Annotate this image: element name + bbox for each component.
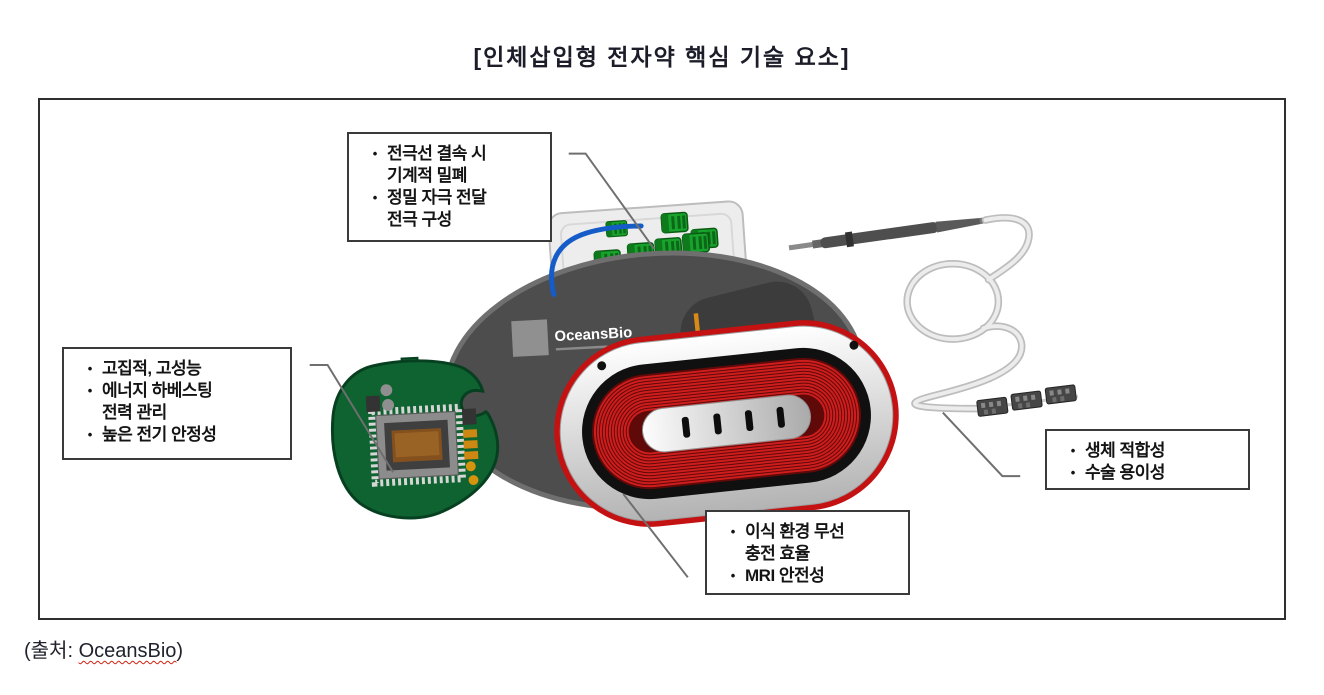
source-prefix: (출처: <box>24 640 79 662</box>
callout-text: 정밀 자극 전달 전극 구성 <box>387 188 487 229</box>
lead-wire <box>903 214 1033 413</box>
callout-bullet-item: MRI 안전성 <box>721 565 902 587</box>
callout-box-electrode: 전극선 결속 시 기계적 밀폐 정밀 자극 전달 전극 구성 <box>347 132 552 242</box>
brand-logo: OceansBio <box>554 325 632 345</box>
callout-bullet-item: 정밀 자극 전달 전극 구성 <box>363 187 544 231</box>
electrode-block <box>1044 384 1077 405</box>
electrode-block <box>1010 390 1043 411</box>
electrode-block <box>976 396 1009 417</box>
callout-bullet-item: 높은 전기 안정성 <box>78 424 284 446</box>
callout-line-lead <box>942 411 1021 478</box>
device-illustration: OceansBio <box>309 152 1079 578</box>
coil-center-slot <box>641 394 812 453</box>
callout-bullet-item: 고집적, 고성능 <box>78 358 284 380</box>
source-suffix: ) <box>176 640 184 662</box>
callout-lines <box>309 152 1021 578</box>
callout-box-circuit: 고집적, 고성능 에너지 하베스팅 전력 관리 높은 전기 안정성 <box>62 347 292 460</box>
callout-bullet-item: 수술 용이성 <box>1061 462 1242 484</box>
callout-text: 생체 적합성 <box>1085 441 1165 460</box>
callout-bullet-item: 이식 환경 무선 충전 효율 <box>721 521 902 565</box>
pcb-board <box>330 356 500 520</box>
logo-plate <box>511 319 549 357</box>
callout-text: MRI 안전성 <box>745 566 825 585</box>
callout-bullet-item: 생체 적합성 <box>1061 440 1242 462</box>
callout-text: 에너지 하베스팅 전력 관리 <box>102 381 213 422</box>
source-attribution: (출처: OceansBio) <box>24 634 183 663</box>
callout-text: 고집적, 고성능 <box>102 359 202 378</box>
callout-text: 높은 전기 안정성 <box>102 425 217 444</box>
electrode-array <box>976 384 1079 417</box>
figure-frame: OceansBio <box>38 98 1286 620</box>
coil-windings <box>593 359 860 488</box>
callout-box-charging: 이식 환경 무선 충전 효율 MRI 안전성 <box>705 510 910 595</box>
callout-bullet-item: 전극선 결속 시 기계적 밀폐 <box>363 143 544 187</box>
blue-wire <box>549 223 644 297</box>
orange-marker <box>693 313 701 336</box>
page-title: [인체삽입형 전자약 핵심 기술 요소] <box>473 44 851 70</box>
callout-text: 이식 환경 무선 충전 효율 <box>745 522 845 563</box>
callout-box-lead: 생체 적합성 수술 용이성 <box>1045 429 1250 490</box>
callout-line-circuit <box>309 363 394 473</box>
callout-bullet-item: 에너지 하베스팅 전력 관리 <box>78 380 284 424</box>
stylet-needle <box>788 217 988 251</box>
callout-line-electrode <box>568 152 655 250</box>
callout-line-charging <box>622 493 689 578</box>
source-brand: OceansBio <box>78 640 177 662</box>
callout-text: 전극선 결속 시 기계적 밀폐 <box>387 144 487 185</box>
charging-coil <box>554 320 899 527</box>
callout-text: 수술 용이성 <box>1085 463 1165 482</box>
